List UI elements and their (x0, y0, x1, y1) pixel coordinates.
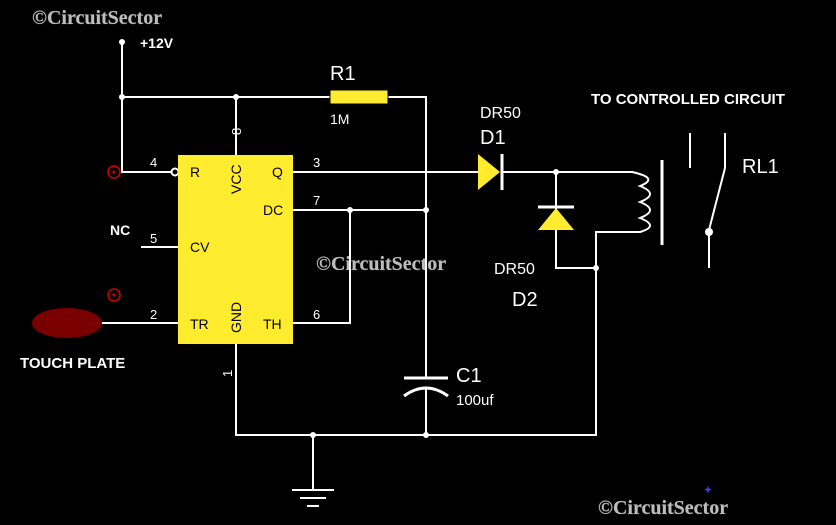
junction (423, 207, 429, 213)
marker-icon (107, 288, 121, 302)
pin-num-vcc: 8 (229, 128, 244, 135)
pin-name-ground: GND (228, 302, 244, 333)
touch-plate-label: TOUCH PLATE (20, 355, 125, 372)
ic-body (178, 155, 293, 344)
pin-name-output: Q (272, 164, 283, 180)
relay-coil (595, 170, 651, 436)
touch-plate (32, 308, 102, 338)
diode-d2 (538, 205, 574, 230)
nc-label: NC (110, 222, 130, 238)
wire-r1-to-c1 (387, 96, 427, 379)
watermark-top-left: ©CircuitSector (32, 7, 162, 29)
d1-name: D1 (480, 127, 506, 149)
diode-d1 (478, 154, 504, 190)
junction-supply (119, 39, 125, 45)
watermark-bottom-right: ©CircuitSector (598, 497, 728, 519)
junction (423, 432, 429, 438)
relay-target-label: TO CONTROLLED CIRCUIT (591, 91, 785, 108)
wires (101, 41, 651, 491)
pin-num-trigger: 2 (150, 307, 157, 322)
d1-part: DR50 (480, 105, 521, 122)
star-icon: ✦ (703, 483, 713, 497)
pin-num-threshold: 6 (313, 307, 320, 322)
capacitor-c1 (403, 376, 449, 398)
wire-ground-rail (235, 343, 597, 436)
pin-name-trigger: TR (190, 316, 209, 332)
pin-num-reset: 4 (150, 155, 157, 170)
pin-name-vcc: VCC (228, 164, 244, 194)
reset-pin-node (170, 167, 180, 177)
relay-switch-arm (708, 167, 726, 231)
resistor-r1 (329, 89, 389, 105)
wire-d2 (555, 171, 597, 269)
junction (233, 94, 239, 100)
d2-part: DR50 (494, 261, 535, 278)
pin-name-reset: R (190, 164, 200, 180)
c1-value: 100uf (456, 392, 494, 409)
pin-name-discharge: DC (263, 202, 283, 218)
supply-label: +12V (140, 35, 174, 51)
pin-name-control: CV (190, 239, 210, 255)
pin-num-ground: 1 (220, 370, 235, 377)
wire-threshold (292, 209, 351, 324)
relay-rl1 (660, 133, 726, 268)
marker-icon (107, 165, 121, 179)
relay-name: RL1 (742, 156, 779, 178)
watermark-center: ©CircuitSector (316, 253, 446, 275)
c1-name: C1 (456, 365, 482, 387)
junction (310, 432, 316, 438)
pin-num-control: 5 (150, 231, 157, 246)
ic-555: R Q DC CV TR TH VCC GND (178, 155, 293, 344)
r1-value: 1M (330, 111, 349, 127)
ground-icon (292, 489, 334, 507)
d2-name: D2 (512, 289, 538, 311)
junction (593, 265, 599, 271)
pin-num-discharge: 7 (313, 193, 320, 208)
pin-name-threshold: TH (263, 316, 282, 332)
junction (553, 169, 559, 175)
junction (119, 94, 125, 100)
r1-name: R1 (330, 63, 356, 85)
wire-supply-to-reset (121, 41, 179, 173)
junction (347, 207, 353, 213)
junctions (119, 39, 599, 438)
pin-num-output: 3 (313, 155, 320, 170)
